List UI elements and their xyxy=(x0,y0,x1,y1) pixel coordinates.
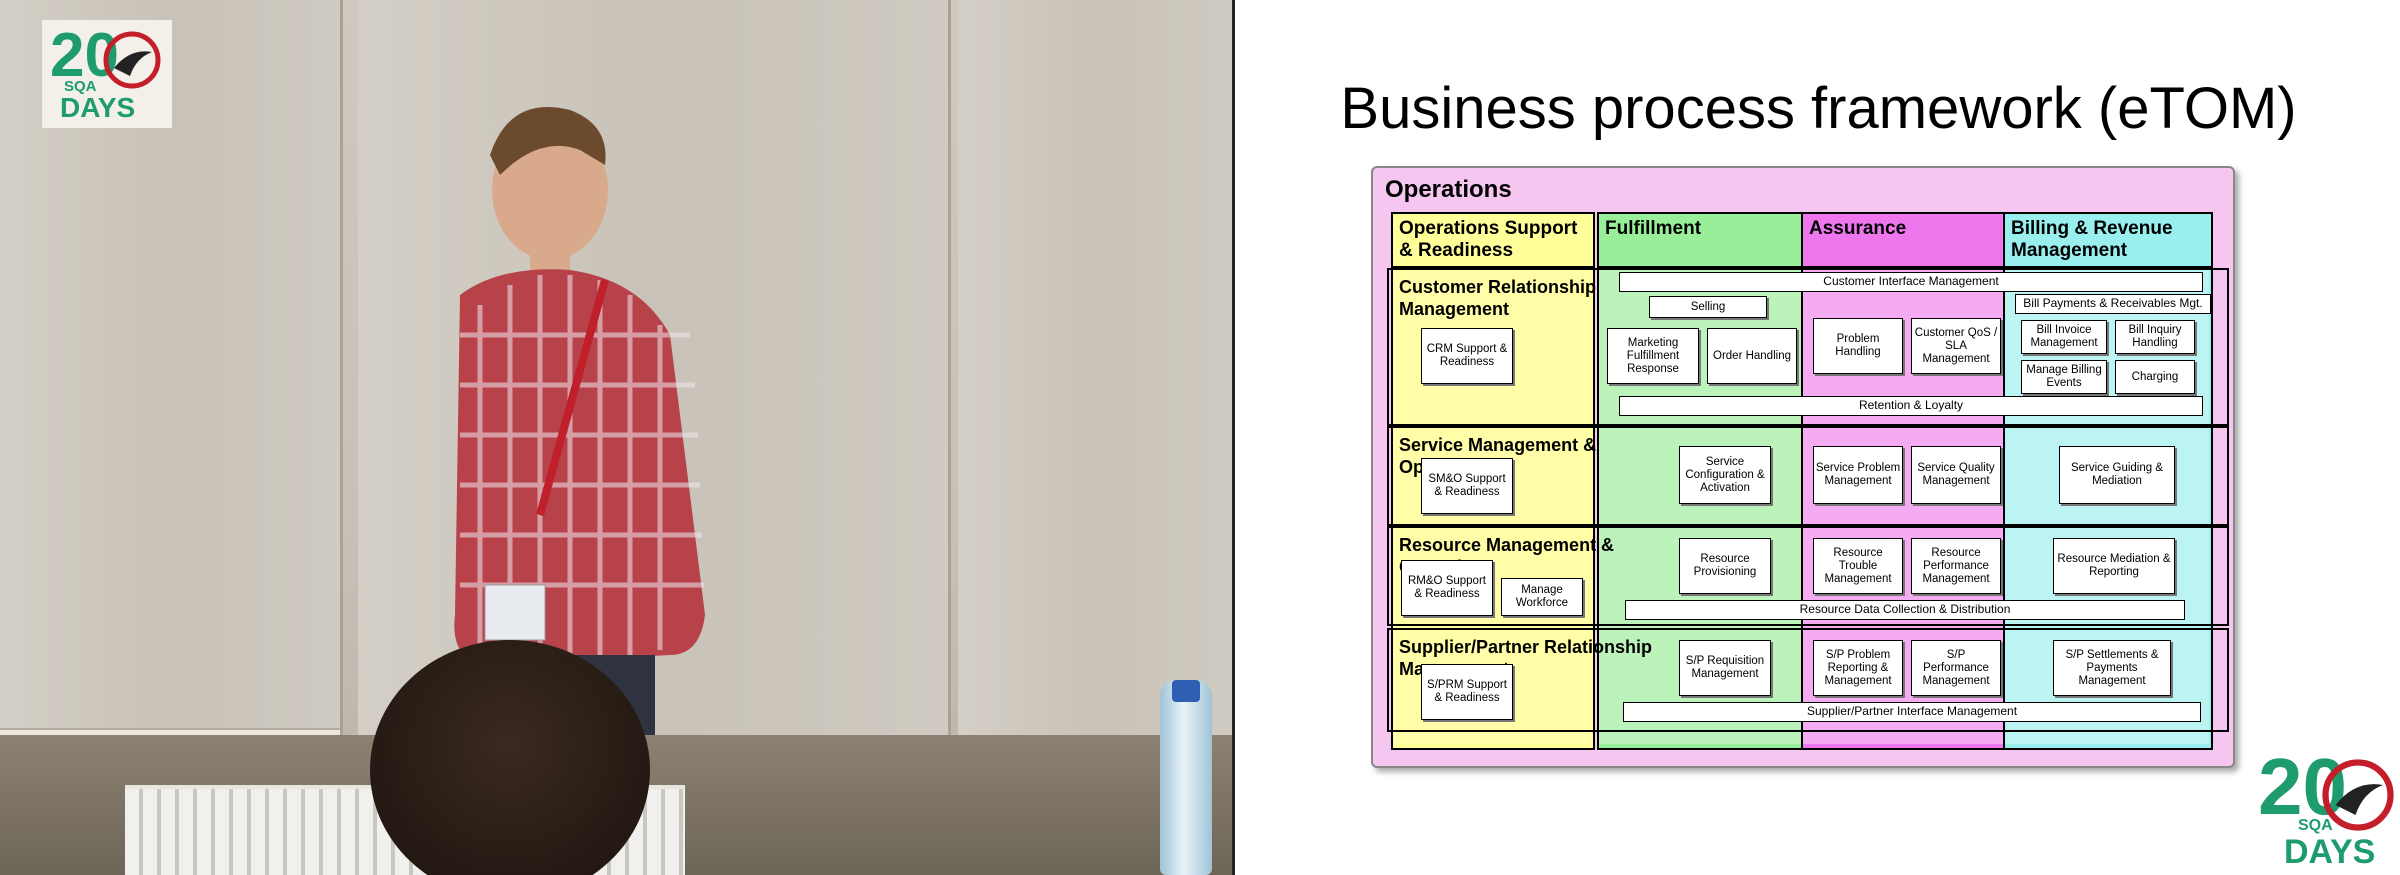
water-bottle xyxy=(1160,680,1212,875)
rmo-support-box: RM&O Support & Readiness xyxy=(1401,560,1493,616)
service-guiding-box: Service Guiding & Mediation xyxy=(2059,446,2175,504)
band-crm: Customer Relationship Management xyxy=(1387,268,2229,426)
operations-label: Operations xyxy=(1385,176,1512,203)
bill-payments-bar: Bill Payments & Receivables Mgt. xyxy=(2015,294,2211,314)
sp-settlements-box: S/P Settlements & Payments Management xyxy=(2053,640,2171,696)
bill-inquiry-box: Bill Inquiry Handling xyxy=(2115,320,2195,354)
etom-diagram: Operations Operations Support & Readines… xyxy=(1371,166,2235,768)
crm-support-box: CRM Support & Readiness xyxy=(1421,328,1513,384)
supplier-interface-bar: Supplier/Partner Interface Management xyxy=(1623,702,2201,722)
resource-provisioning-box: Resource Provisioning xyxy=(1679,538,1771,594)
event-logo-corner: 20 SQA DAYS xyxy=(2250,742,2400,875)
presenter xyxy=(454,107,705,735)
logo-bird-icon xyxy=(2322,759,2394,831)
logo-sqa: SQA xyxy=(64,78,97,95)
band-label: Customer Relationship Management xyxy=(1399,277,1597,319)
column-header: Operations Support & Readiness xyxy=(1393,214,1593,268)
charging-box: Charging xyxy=(2115,360,2195,394)
logo-sqa: SQA xyxy=(2298,817,2333,834)
logo-bird-icon xyxy=(103,31,161,89)
bill-invoice-box: Bill Invoice Management xyxy=(2021,320,2107,354)
window-blind xyxy=(958,0,1232,735)
resource-performance-box: Resource Performance Management xyxy=(1911,538,2001,594)
logo-days: DAYS xyxy=(2284,833,2376,871)
sp-requisition-box: S/P Requisition Management xyxy=(1679,640,1771,696)
bottle-cap xyxy=(1172,680,1200,702)
slide-title: Business process framework (eTOM) xyxy=(1340,76,2297,141)
sp-problem-box: S/P Problem Reporting & Management xyxy=(1813,640,1903,696)
column-header: Billing & Revenue Management xyxy=(2005,214,2211,268)
manage-workforce-box: Manage Workforce xyxy=(1501,578,1583,616)
order-handling-box: Order Handling xyxy=(1707,328,1797,384)
column-header: Assurance xyxy=(1803,214,2005,268)
resource-data-bar: Resource Data Collection & Distribution xyxy=(1625,600,2185,620)
marketing-box: Marketing Fulfillment Response xyxy=(1607,328,1699,384)
logo-days: DAYS xyxy=(60,92,136,123)
resource-trouble-box: Resource Trouble Management xyxy=(1813,538,1903,594)
service-config-box: Service Configuration & Activation xyxy=(1679,446,1771,504)
retention-bar: Retention & Loyalty xyxy=(1619,396,2203,416)
resource-mediation-box: Resource Mediation & Reporting xyxy=(2053,538,2175,594)
problem-handling-box: Problem Handling xyxy=(1813,318,1903,374)
event-logo: 20 SQA DAYS xyxy=(42,20,172,128)
video-frame: 20 SQA DAYS xyxy=(0,0,1232,875)
sp-performance-box: S/P Performance Management xyxy=(1911,640,2001,696)
smo-support-box: SM&O Support & Readiness xyxy=(1421,458,1513,514)
customer-interface-bar: Customer Interface Management xyxy=(1619,272,2203,292)
service-quality-box: Service Quality Management xyxy=(1911,446,2001,504)
column-header: Fulfillment xyxy=(1599,214,1803,268)
audience-head xyxy=(370,640,650,875)
service-problem-box: Service Problem Management xyxy=(1813,446,1903,504)
qos-sla-box: Customer QoS / SLA Management xyxy=(1911,318,2001,374)
billing-events-box: Manage Billing Events xyxy=(2021,360,2107,394)
selling-box: Selling xyxy=(1649,296,1767,318)
sprm-support-box: S/PRM Support & Readiness xyxy=(1421,664,1513,720)
